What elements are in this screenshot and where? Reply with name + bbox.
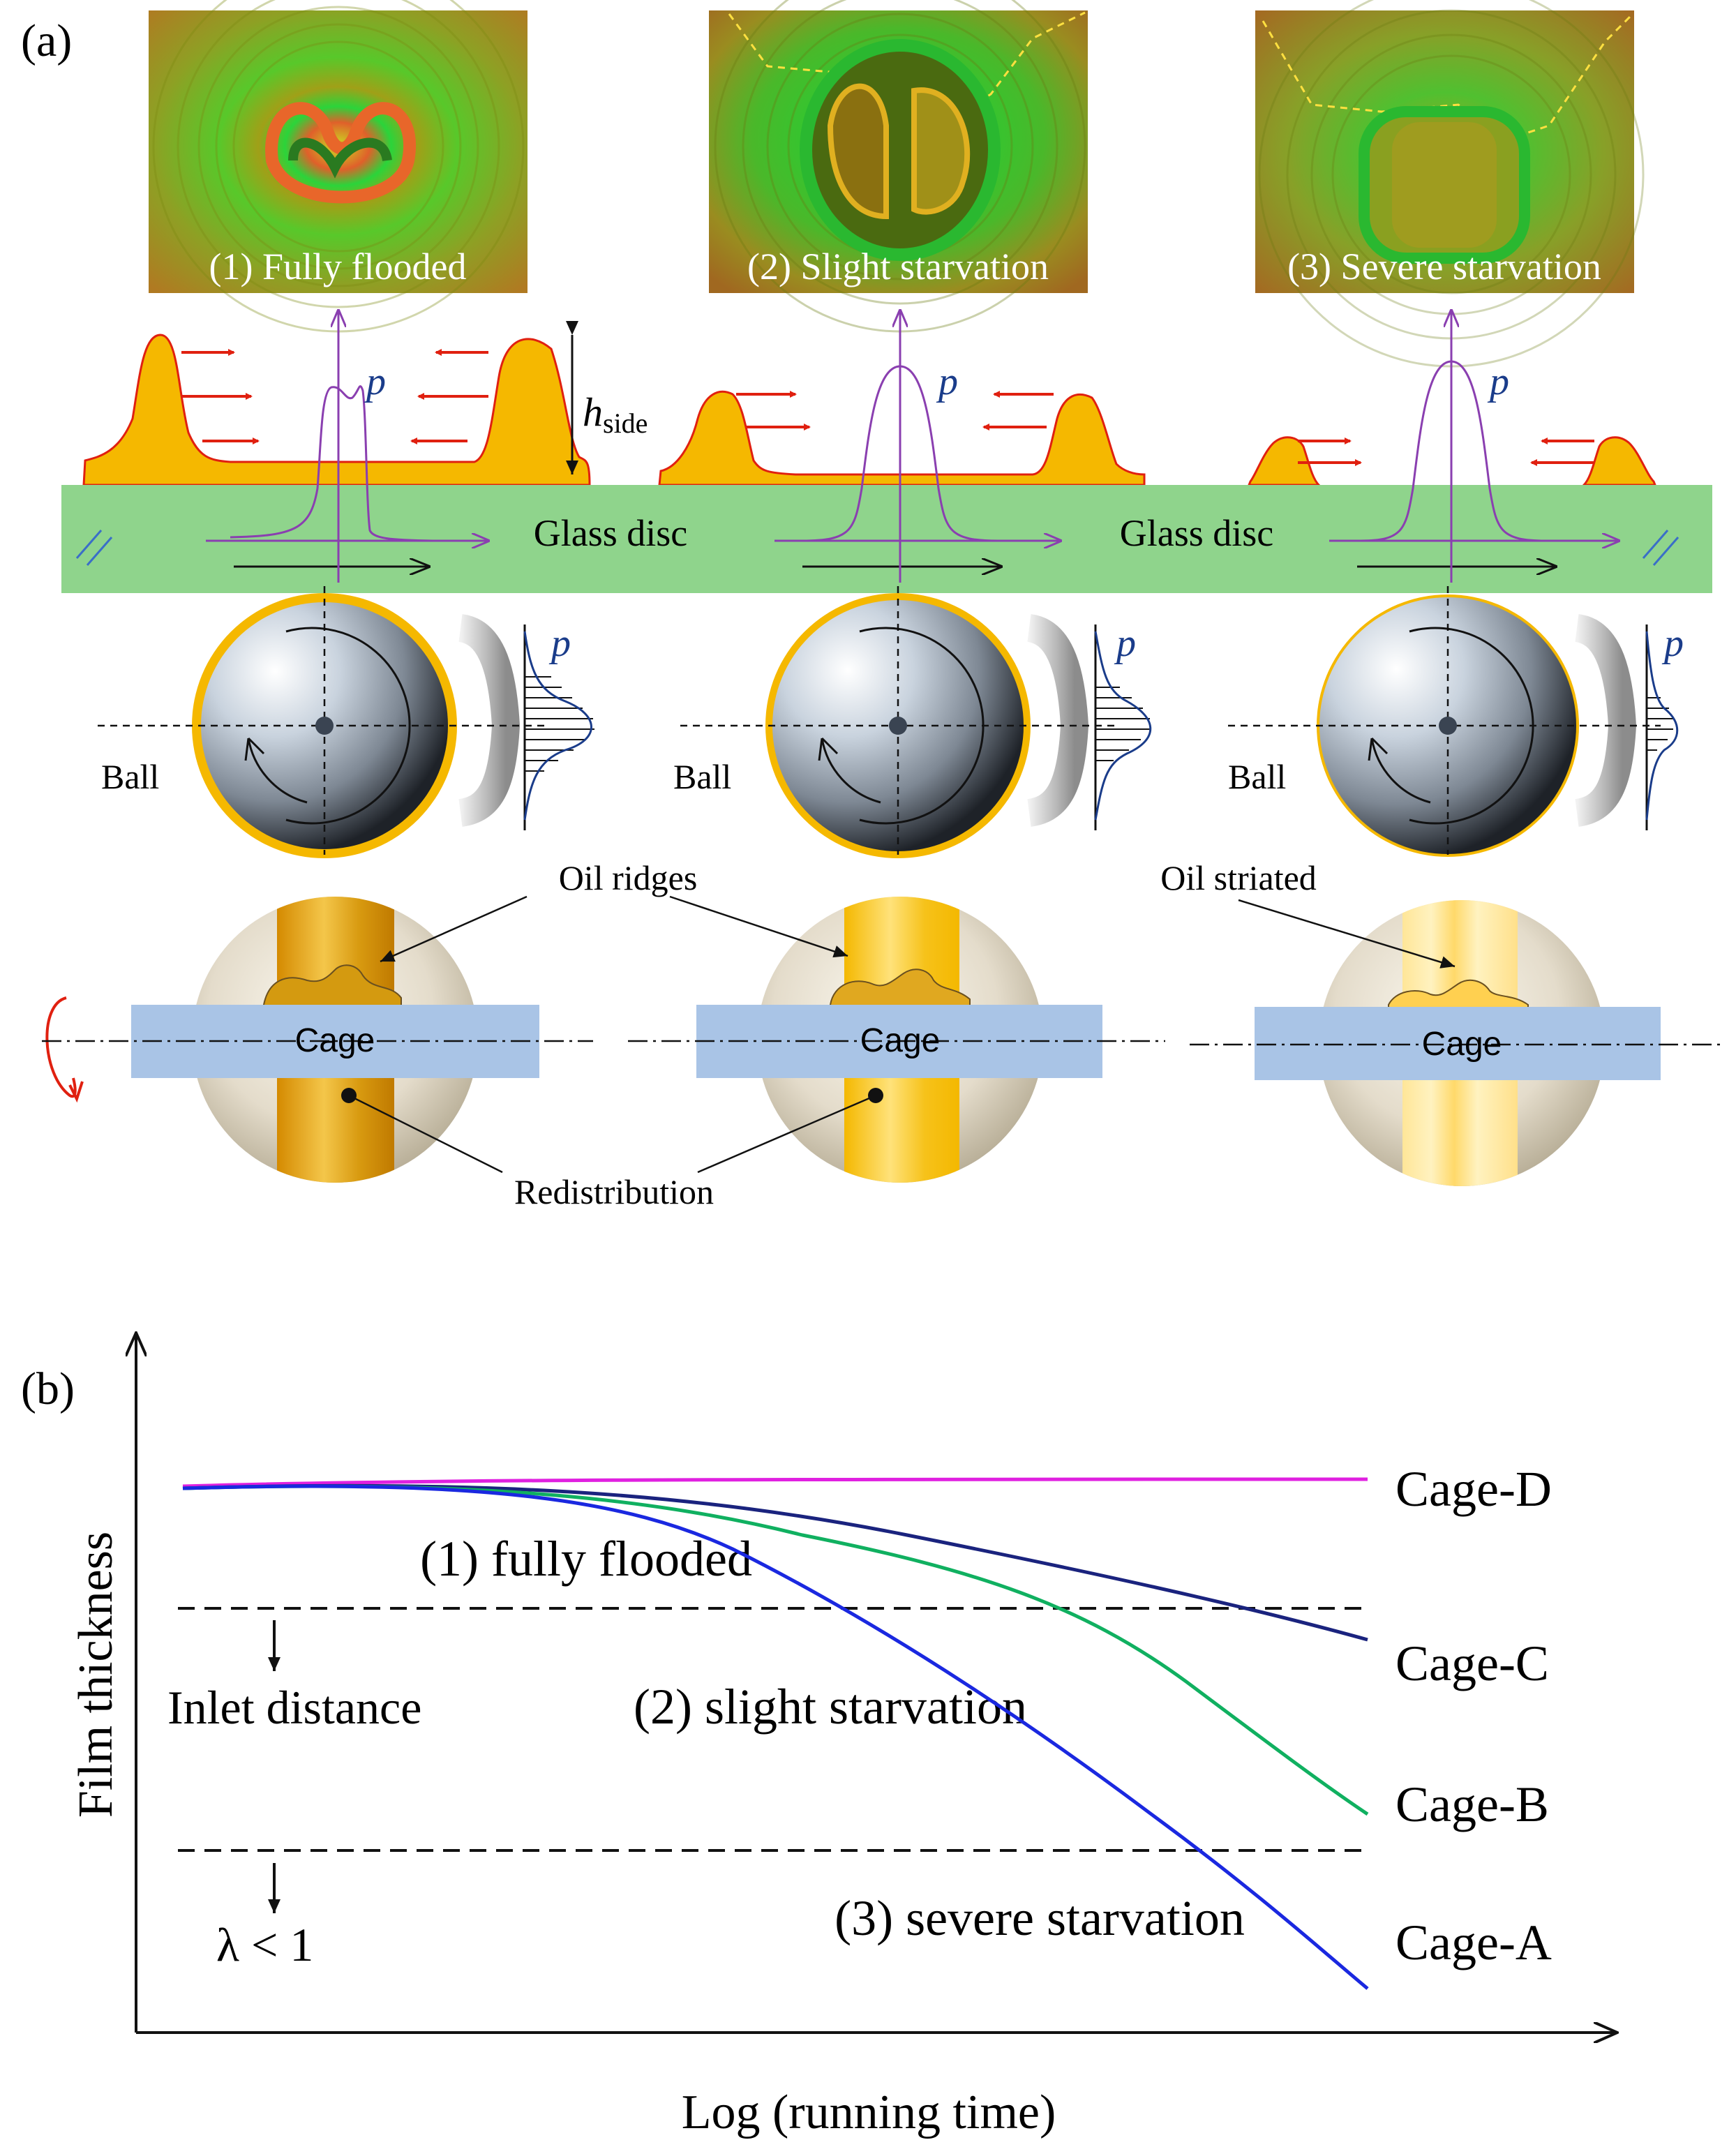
y-axis-label: Film thickness — [69, 1532, 123, 1818]
pressure-label-2: p — [936, 360, 958, 403]
ball-assembly-2 — [680, 586, 1152, 858]
cage-label-3: Cage — [1422, 1026, 1502, 1063]
pressure-label-3: p — [1487, 360, 1509, 403]
series-label-cage-c: Cage-C — [1395, 1636, 1549, 1691]
image-caption-1: (1) Fully flooded — [209, 246, 467, 287]
image-caption-3: (3) Severe starvation — [1287, 246, 1601, 287]
ball-label-3: Ball — [1228, 757, 1286, 796]
axes — [136, 1333, 1617, 2033]
oil-ridges-label: Oil ridges — [559, 858, 698, 897]
cage-assembly-1 — [42, 897, 593, 1183]
cage-assembly-3 — [1190, 900, 1723, 1186]
pressure-label-ball-1: p — [548, 622, 571, 665]
lambda-label: λ < 1 — [216, 1918, 313, 1971]
ball-assembly-3 — [1228, 586, 1679, 857]
glass-disc-label-2: Glass disc — [1120, 512, 1273, 554]
ball-label-2: Ball — [673, 757, 731, 796]
pressure-axis-1 — [206, 311, 488, 583]
h-side-symbol: h — [583, 389, 603, 435]
inlet-distance-label: Inlet distance — [167, 1681, 421, 1734]
region-slight-starvation: (2) slight starvation — [634, 1679, 1027, 1735]
series-label-cage-b: Cage-B — [1395, 1776, 1549, 1832]
cage-label-1: Cage — [295, 1022, 375, 1059]
curve-cage-a — [182, 1484, 1369, 1990]
oil-profile-2 — [658, 390, 1146, 486]
oil-profile-3 — [1247, 436, 1657, 486]
interference-image-1: (1) Fully flooded — [149, 0, 527, 333]
curve-cage-c — [182, 1483, 1368, 1642]
region-fully-flooded: (1) fully flooded — [420, 1531, 752, 1587]
redistribution-dot-2 — [868, 1088, 883, 1103]
oil-profile-1 — [82, 334, 591, 486]
cage-label-2: Cage — [860, 1022, 941, 1059]
glass-disc-label-1: Glass disc — [534, 512, 687, 554]
h-side-marker: hside — [566, 321, 648, 474]
rotation-indicator — [45, 996, 84, 1103]
panel-a-label: (a) — [21, 15, 72, 66]
series-label-cage-a: Cage-A — [1395, 1915, 1552, 1970]
glass-disc — [61, 485, 1712, 593]
annotation-leaders — [348, 895, 1456, 1174]
curve-cage-d — [182, 1477, 1368, 1488]
series-label-cage-d: Cage-D — [1395, 1461, 1552, 1517]
cage-assembly-2 — [628, 897, 1165, 1183]
pressure-axis-2 — [775, 311, 1061, 583]
panel-b-label: (b) — [21, 1363, 75, 1414]
oil-flow-arrows — [181, 349, 1594, 466]
x-axis-label: Log (running time) — [682, 2086, 1056, 2139]
redistribution-label: Redistribution — [514, 1172, 714, 1211]
pressure-label-ball-2: p — [1114, 622, 1136, 665]
hatch-right — [1642, 530, 1679, 566]
interference-image-3: (3) Severe starvation — [1255, 0, 1645, 368]
hatch-left — [75, 530, 113, 566]
pressure-axis-3 — [1329, 311, 1619, 583]
ball-label-1: Ball — [101, 757, 159, 796]
h-side-subscript: side — [603, 407, 648, 439]
svg-text:hside: hside — [583, 389, 648, 439]
region-severe-starvation: (3) severe starvation — [835, 1890, 1245, 1946]
redistribution-dot-1 — [341, 1088, 357, 1103]
oil-striated-label: Oil striated — [1160, 858, 1317, 897]
ball-assembly-1 — [98, 586, 594, 858]
interference-image-2: (2) Slight starvation — [709, 0, 1088, 333]
pressure-label-ball-3: p — [1661, 622, 1684, 665]
image-caption-2: (2) Slight starvation — [747, 246, 1049, 287]
pressure-label-1: p — [364, 360, 386, 403]
curve-cage-b — [182, 1484, 1369, 1816]
